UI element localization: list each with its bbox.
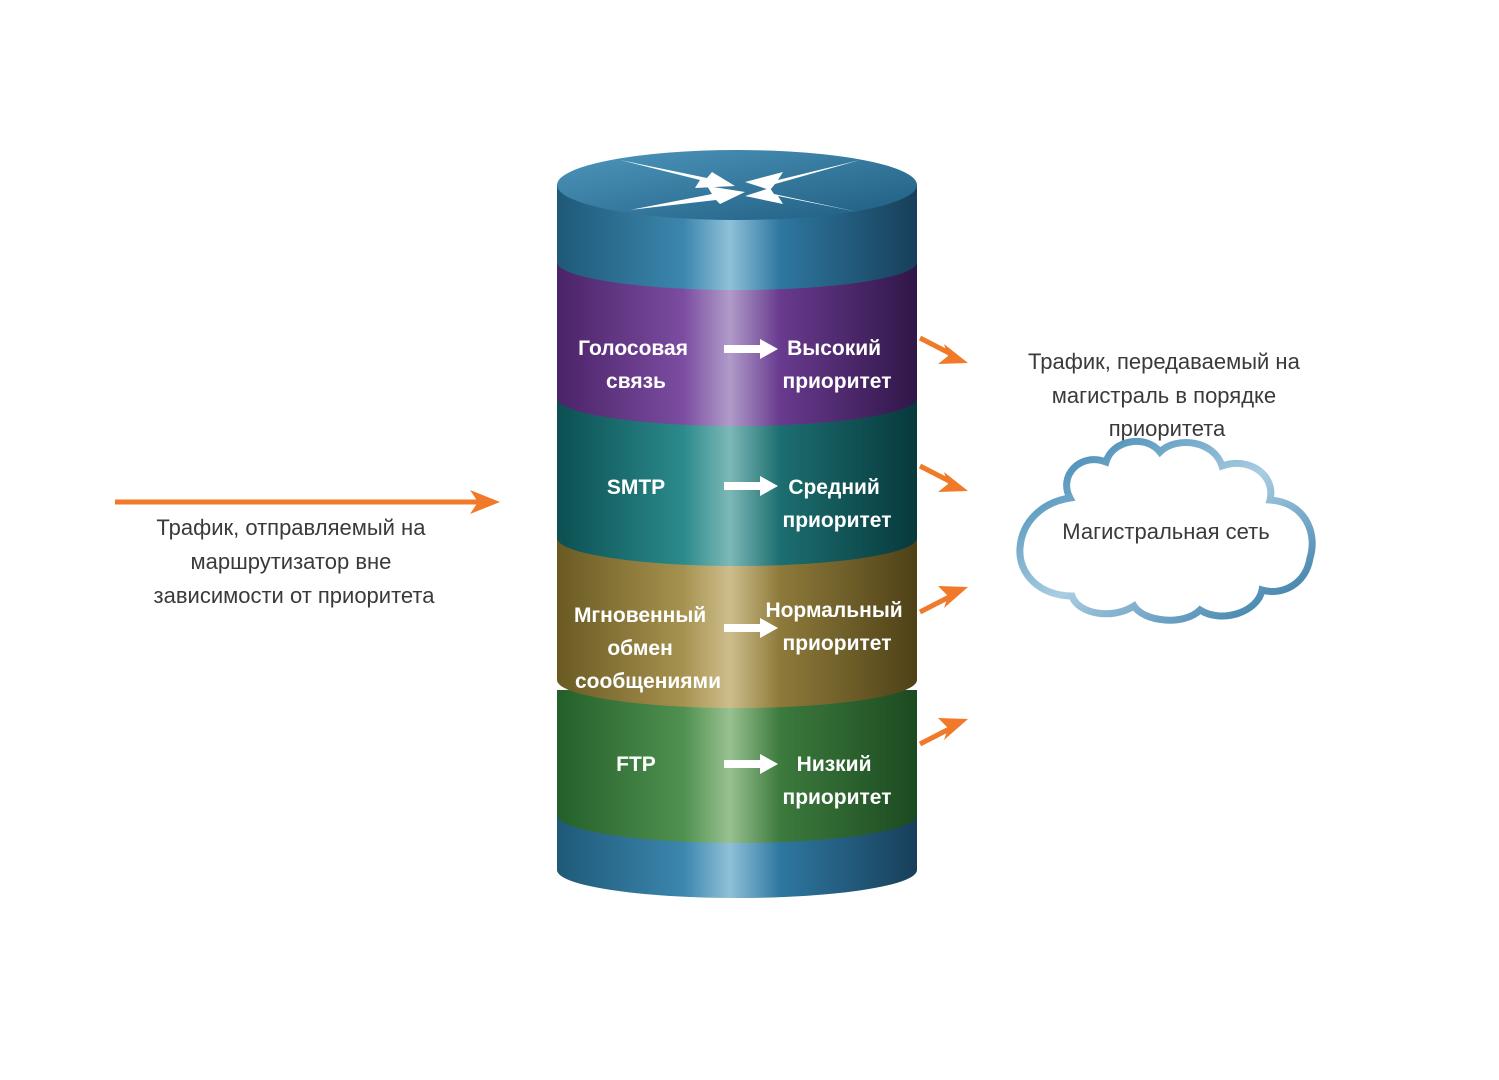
band-ftp-type: FTP: [616, 753, 656, 776]
band-ftp-type-line-1: FTP: [616, 753, 656, 776]
band-im-priority-line-1: Нормальный: [765, 599, 902, 622]
white-arrow-icon: [724, 339, 778, 359]
band-voice-type-line-1: Голосовая: [578, 337, 688, 360]
orange-arrow-icon: [918, 586, 968, 615]
outgoing-caption-line-3: приоритета: [1109, 416, 1226, 441]
band-smtp-priority-line-2: приоритет: [783, 509, 892, 532]
band-im: [557, 538, 917, 708]
band-ftp-priority-line-1: Низкий: [797, 753, 872, 776]
outgoing-arrows: [918, 335, 968, 747]
band-im-type: Мгновенный обмен сообщениями: [574, 604, 721, 693]
band-voice-priority: Высокий приоритет: [783, 337, 892, 393]
white-arrow-icon: [724, 476, 778, 496]
band-ftp-priority: Низкий приоритет: [783, 753, 892, 809]
orange-arrow-icon: [918, 335, 968, 364]
router-top: [557, 150, 917, 220]
incoming-caption-line-1: Трафик, отправляемый на: [156, 515, 426, 540]
incoming-arrow-icon: [115, 490, 500, 514]
band-smtp-type: SMTP: [607, 476, 665, 499]
band-smtp-priority-line-1: Средний: [788, 476, 880, 499]
orange-arrow-icon: [918, 463, 968, 492]
band-voice-priority-line-2: приоритет: [783, 370, 892, 393]
orange-arrow-icon: [918, 718, 968, 747]
router-arrows-icon: [620, 160, 860, 212]
white-arrow-icon: [724, 618, 778, 638]
band-smtp-type-line-1: SMTP: [607, 476, 665, 499]
incoming-caption-line-3: зависимости от приоритета: [154, 583, 436, 608]
band-voice: [557, 262, 917, 426]
band-voice-priority-line-1: Высокий: [787, 337, 881, 360]
band-ftp-priority-line-2: приоритет: [783, 786, 892, 809]
cloud-label: Магистральная сеть: [1062, 519, 1269, 544]
band-im-type-line-3: сообщениями: [575, 670, 721, 693]
band-im-type-line-1: Мгновенный: [574, 604, 706, 627]
outgoing-caption: Трафик, передаваемый на магистраль в пор…: [1028, 349, 1306, 441]
band-im-priority-line-2: приоритет: [783, 632, 892, 655]
band-im-priority: Нормальный приоритет: [765, 599, 908, 655]
band-white-arrows: [724, 339, 778, 774]
router-cylinder: [557, 150, 917, 898]
band-voice-type: Голосовая связь: [578, 337, 694, 393]
white-arrow-icon: [724, 754, 778, 774]
band-voice-type-line-2: связь: [606, 370, 666, 393]
incoming-caption: Трафик, отправляемый на маршрутизатор вн…: [154, 515, 436, 608]
band-im-type-line-2: обмен: [607, 637, 672, 660]
band-smtp-priority: Средний приоритет: [783, 476, 892, 532]
incoming-caption-line-2: маршрутизатор вне: [190, 549, 391, 574]
outgoing-caption-line-1: Трафик, передаваемый на: [1028, 349, 1301, 374]
outgoing-caption-line-2: магистраль в порядке: [1052, 383, 1276, 408]
cloud-icon: [1016, 438, 1316, 624]
